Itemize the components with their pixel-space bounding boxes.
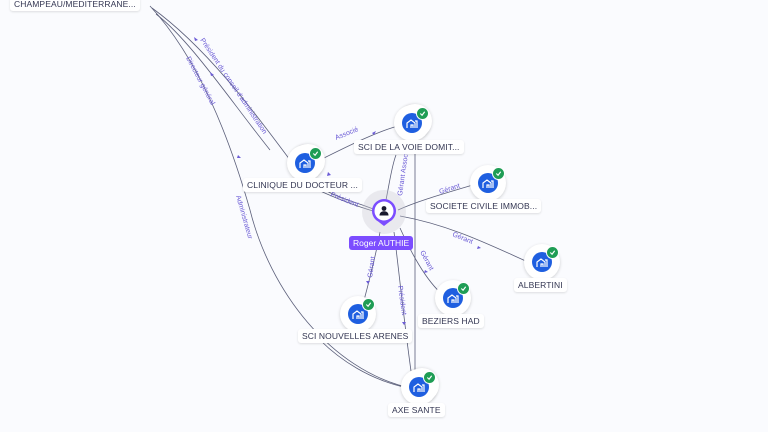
company-label-champeau[interactable]: CHAMPEAU/MEDITERRANE... [10, 0, 140, 11]
person-label[interactable]: Roger AUTHIE [349, 236, 414, 250]
edge-axe-administrateur [149, 5, 411, 389]
arrow-marker [477, 246, 481, 249]
company-label-sci-voie[interactable]: SCI DE LA VOIE DOMIT... [354, 140, 464, 154]
edge-label: Président [329, 191, 359, 209]
verified-check-icon [416, 107, 429, 120]
arrow-marker [327, 172, 331, 176]
edge-label: Président du conseil d'administration [198, 37, 267, 135]
edge-label: Président [396, 285, 407, 315]
arrow-marker [424, 270, 428, 273]
edge-sci-voie-gerant [385, 154, 397, 201]
arrow-marker [402, 322, 406, 325]
arrow-marker [210, 72, 214, 76]
edge-arenes-axe [319, 339, 409, 389]
company-label-sci-arenes[interactable]: SCI NOUVELLES ARENES [298, 329, 413, 343]
edge-label: Directeur général [184, 56, 216, 107]
edge-label: Administrateur [234, 195, 253, 241]
company-label-axe[interactable]: AXE SANTE [388, 403, 445, 417]
person-pin [371, 198, 397, 226]
company-label-albertini[interactable]: ALBERTINI [514, 278, 567, 292]
arrow-marker [366, 281, 370, 284]
arrow-marker [372, 131, 376, 135]
verified-check-icon [362, 298, 375, 311]
edge-societe [397, 183, 477, 211]
edge-label: Gérant [438, 183, 461, 196]
arrow-marker [237, 155, 241, 158]
verified-check-icon [457, 282, 470, 295]
company-label-clinique[interactable]: CLINIQUE DU DOCTEUR ... [243, 178, 362, 192]
edge-albertini [399, 215, 529, 263]
edge-label: Gérant [418, 250, 434, 272]
arrow-marker [194, 37, 198, 41]
company-label-beziers[interactable]: BEZIERS HAD [418, 314, 484, 328]
person-icon [379, 206, 389, 216]
edge-label: Gérant Associé [397, 148, 411, 196]
verified-check-icon [492, 167, 505, 180]
edge-label: Gérant [367, 256, 377, 278]
edge-champeau-president [151, 7, 385, 215]
verified-check-icon [546, 246, 559, 259]
company-label-societe[interactable]: SOCIETE CIVILE IMMOB... [426, 199, 542, 213]
verified-check-icon [423, 371, 436, 384]
verified-check-icon [309, 147, 322, 160]
